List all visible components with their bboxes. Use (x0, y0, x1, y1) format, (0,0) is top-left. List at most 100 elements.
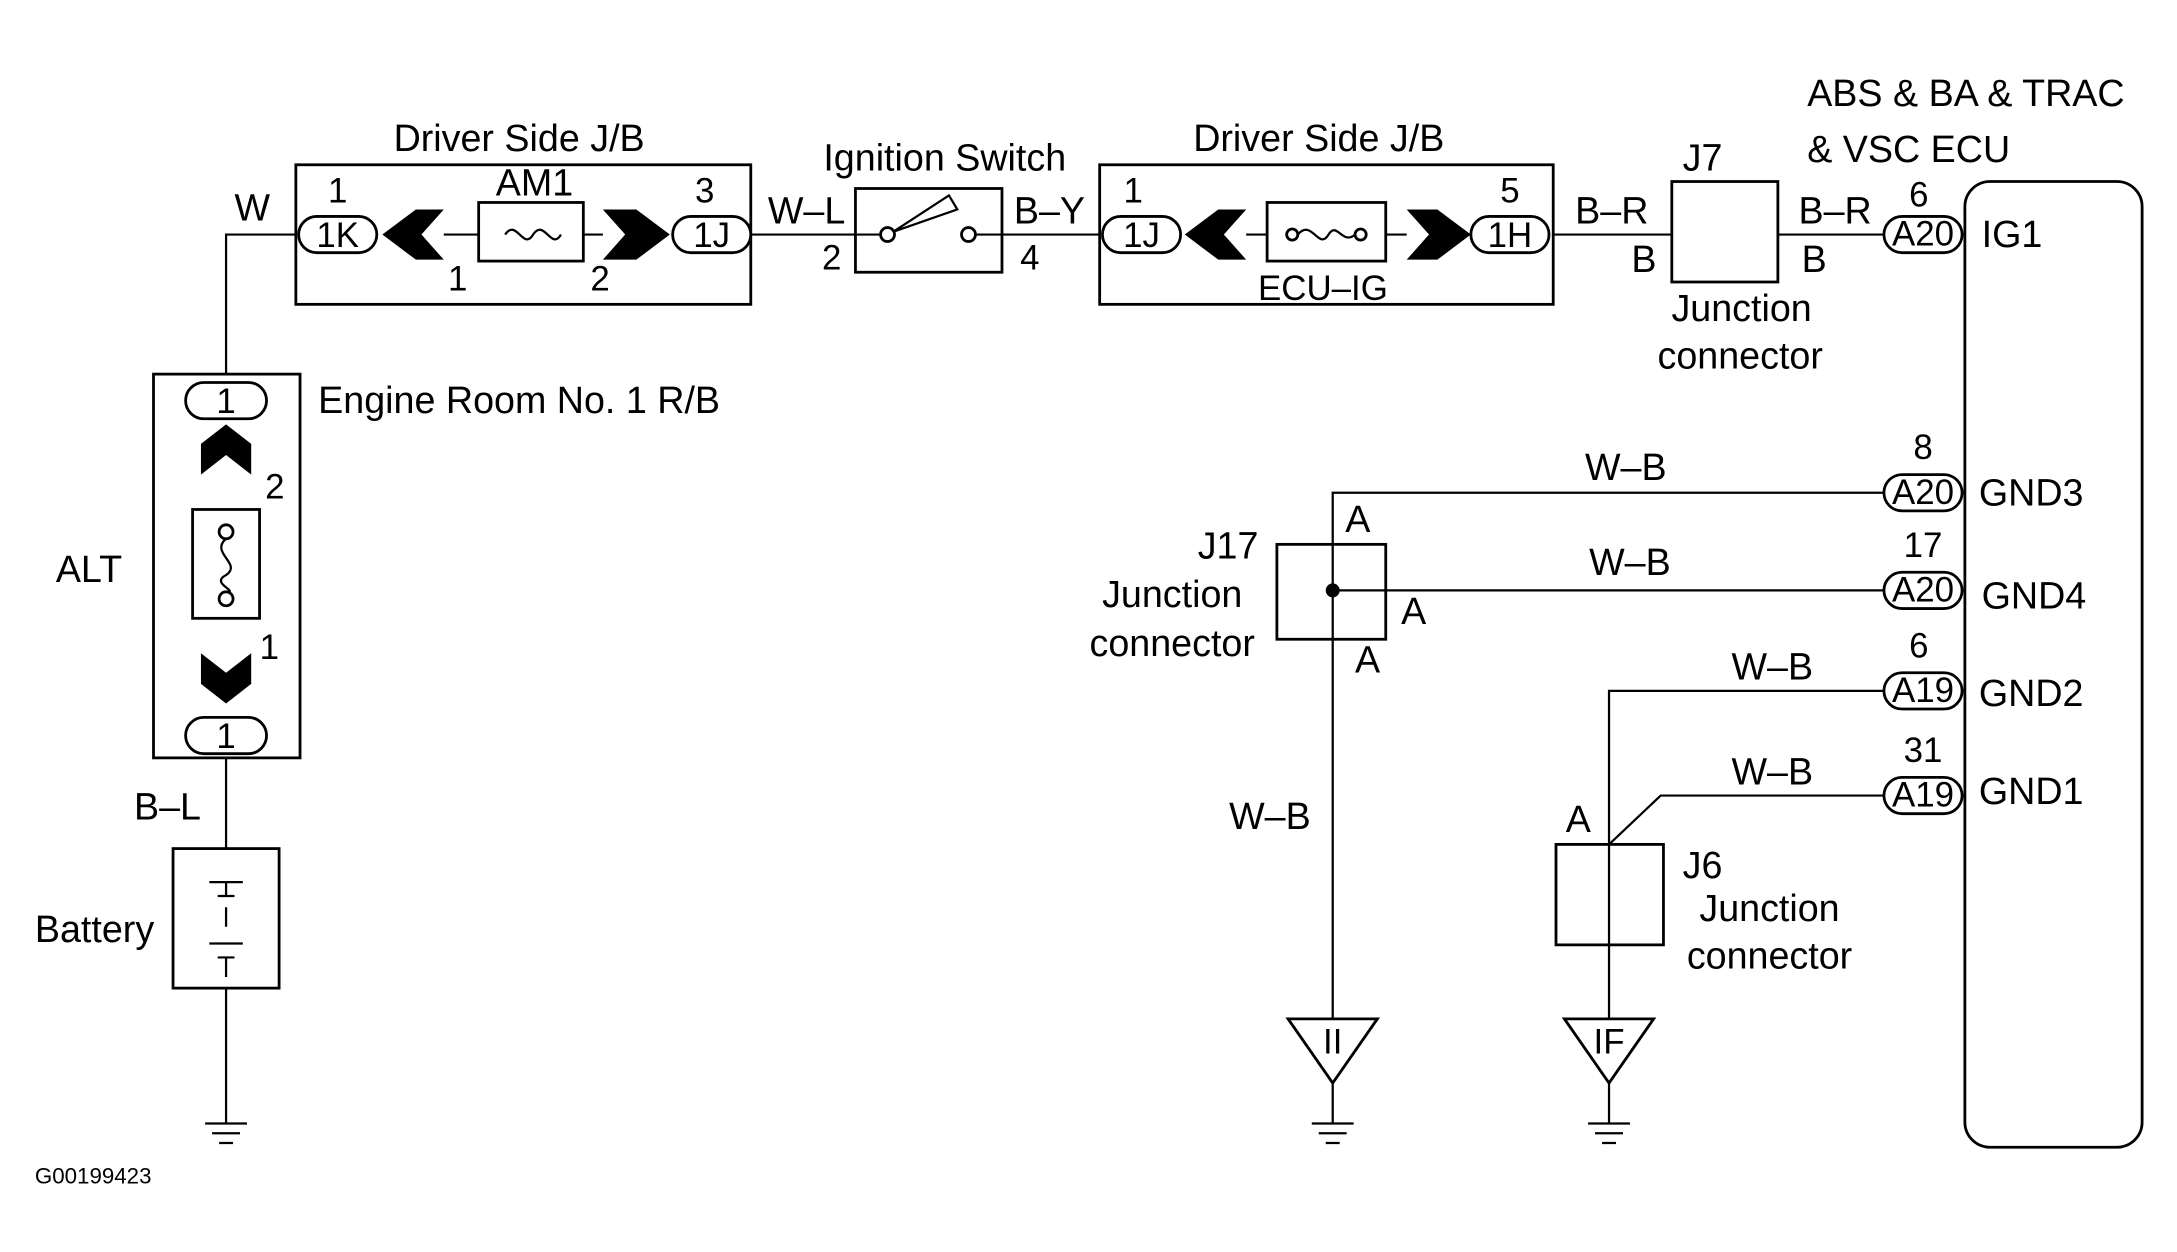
connector-label: 1J (693, 216, 730, 255)
j6-junction-connector (1554, 843, 1665, 947)
terminal-gnd3: A20 8 GND3 W–B (1585, 428, 2083, 513)
fuse-icon (477, 201, 585, 263)
wire-label: B (1631, 238, 1656, 280)
wire-label: W–B (1731, 646, 1813, 688)
component-label: Junction (1102, 573, 1242, 615)
terminal-gnd4: A20 17 GND4 W–B (1589, 526, 2086, 617)
connector-label: A19 (1892, 776, 1954, 815)
wire-label: W (234, 187, 270, 229)
component-label: ALT (56, 548, 122, 590)
pin-label: A (1345, 498, 1371, 540)
arrow-right-icon (1406, 209, 1471, 260)
connector-label: A19 (1892, 671, 1954, 710)
battery-icon (171, 847, 281, 990)
arrow-left-icon (382, 209, 444, 260)
connector-label: A20 (1892, 215, 1954, 254)
component-label: J6 (1683, 844, 1723, 886)
ground-point-ii: II (1285, 1017, 1381, 1145)
pin-label: 1 (260, 628, 279, 667)
connector-label: 1H (1488, 216, 1533, 255)
wire-label: W–L (768, 189, 845, 231)
component-label: ABS & BA & TRAC (1807, 72, 2124, 114)
j17-junction-connector (1275, 542, 1388, 641)
wire-label: B–Y (1014, 189, 1085, 231)
terminal-name: GND3 (1979, 471, 2084, 513)
arrow-left-icon (1184, 209, 1247, 260)
pin-label: 1 (1123, 171, 1142, 210)
wire-label: B (1802, 238, 1827, 280)
pin-label: 8 (1913, 428, 1932, 467)
engine-room-rb: 1 2 1 1 (152, 372, 302, 760)
wire-label: W–B (1731, 750, 1813, 792)
pin-label: A (1401, 590, 1427, 632)
terminal-gnd1: A19 31 GND1 W–B (1731, 731, 2084, 816)
terminal-ig1: A20 6 IG1 (1882, 176, 2043, 255)
terminal-name: GND2 (1979, 672, 2084, 714)
wire-label: B–R (1798, 189, 1871, 231)
arrow-right-icon (602, 209, 670, 260)
fuse-label: AM1 (496, 161, 573, 203)
terminal-gnd2: A19 6 GND2 W–B (1731, 626, 2083, 714)
terminal-name: GND4 (1982, 575, 2087, 617)
component-label: Engine Room No. 1 R/B (318, 379, 720, 421)
pin-label: 1 (328, 171, 347, 210)
pin-label: 1 (448, 259, 467, 298)
pin-label: A (1355, 639, 1381, 681)
component-label: Driver Side J/B (1193, 117, 1444, 159)
arrow-up-icon (200, 424, 252, 475)
component-label: connector (1687, 935, 1852, 977)
ground-icon (1311, 1083, 1354, 1145)
j7-junction-connector (1670, 180, 1780, 284)
component-label: Junction (1699, 887, 1839, 929)
wire-label: W–B (1585, 446, 1667, 488)
pin-label: 3 (695, 171, 714, 210)
pin-label: 1 (216, 382, 235, 421)
wire-label: B–R (1575, 189, 1648, 231)
wire-label: W–B (1229, 795, 1311, 837)
component-label: Battery (35, 908, 154, 950)
ground-label: II (1323, 1023, 1342, 1062)
component-label: Driver Side J/B (394, 117, 645, 159)
fuse-icon (1265, 201, 1388, 263)
connector-label: 1J (1123, 216, 1160, 255)
ground-point-if: IF (1561, 1017, 1657, 1145)
pin-label: A (1566, 798, 1592, 840)
pin-label: 2 (590, 259, 609, 298)
pin-label: 6 (1909, 626, 1928, 665)
figure-id: G00199423 (35, 1164, 152, 1189)
pin-label: 2 (265, 467, 284, 506)
pin-label: 5 (1500, 171, 1519, 210)
connector-label: A20 (1892, 571, 1954, 610)
pin-label: 17 (1904, 526, 1943, 565)
connector-label: 1K (316, 216, 359, 255)
component-label: connector (1658, 335, 1823, 377)
pin-label: 31 (1904, 731, 1943, 770)
pin-label: 4 (1020, 238, 1039, 277)
wires (224, 233, 1884, 1124)
wire-label: W–B (1589, 541, 1671, 583)
connector-label: A20 (1892, 473, 1954, 512)
ignition-switch-icon (854, 187, 1004, 274)
component-label: & VSC ECU (1807, 128, 2010, 170)
ground-icon (1588, 1083, 1630, 1145)
component-label: Junction (1671, 287, 1811, 329)
terminal-name: IG1 (1982, 213, 2043, 255)
driver-side-jb-2: 1J 1H (1098, 163, 1555, 306)
component-label: Ignition Switch (823, 136, 1066, 178)
component-label: J17 (1198, 524, 1259, 566)
pin-label: 1 (216, 717, 235, 756)
ground-label: IF (1594, 1023, 1625, 1062)
wire-label: B–L (134, 785, 201, 827)
ecu-box (1963, 180, 2144, 1149)
arrow-down-icon (200, 653, 252, 704)
splice-dot (1325, 583, 1340, 598)
component-label: J7 (1683, 136, 1723, 178)
fuse-label: ECU–IG (1258, 269, 1388, 308)
pin-label: 6 (1909, 176, 1928, 215)
driver-side-jb-1: 1K 1J (294, 163, 753, 306)
ground-icon (205, 1122, 248, 1145)
terminal-name: GND1 (1979, 770, 2084, 812)
component-label: connector (1090, 622, 1255, 664)
pin-label: 2 (822, 238, 841, 277)
